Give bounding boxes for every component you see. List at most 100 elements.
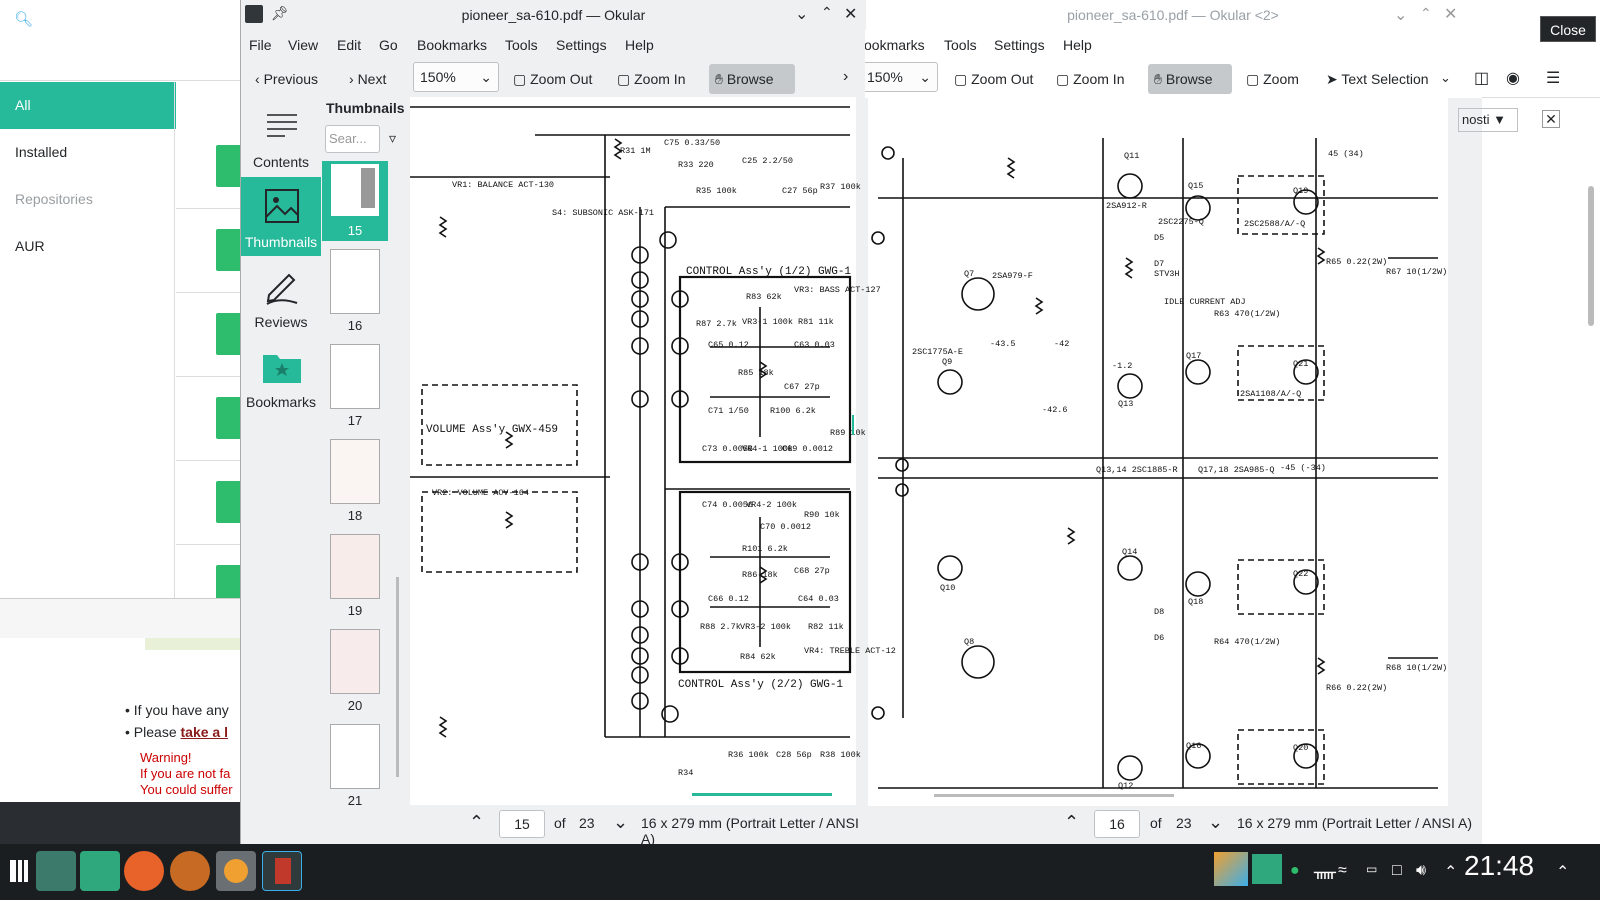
menu-help[interactable]: Help xyxy=(625,37,654,53)
file-manager-icon[interactable] xyxy=(80,851,120,891)
zoom-tool-button[interactable]: ▢ Zoom xyxy=(1246,71,1299,87)
zoom-combo[interactable]: 150%⌄ xyxy=(860,62,938,92)
close-icon[interactable]: ✕ xyxy=(844,6,858,23)
wifi-icon[interactable]: ≈ xyxy=(1338,862,1347,879)
next-button[interactable]: › Next xyxy=(349,71,387,87)
browse-button[interactable]: ✋︎ Browse xyxy=(1148,64,1232,94)
package-action-button[interactable] xyxy=(216,229,242,271)
pdf-page-16[interactable]: Q11 Q15 Q19 Q7 Q9 Q13 Q17 Q21 Q10 Q14 Q1… xyxy=(868,98,1448,806)
chevron-right-icon[interactable]: › xyxy=(843,68,849,85)
zoom-combo[interactable]: 150%⌄ xyxy=(413,62,499,92)
bluetooth-icon[interactable]: ᚅ xyxy=(1314,864,1336,881)
nav-item-repositories[interactable]: Repositories xyxy=(15,191,93,207)
sidebar-icon[interactable]: ◫ xyxy=(1474,70,1490,87)
thumbnails-scrollbar[interactable] xyxy=(396,577,399,777)
tab-bookmarks[interactable]: Bookmarks xyxy=(241,337,321,416)
menu-help[interactable]: Help xyxy=(1063,37,1092,53)
thumbnail-page-21[interactable] xyxy=(330,724,380,789)
pen-icon xyxy=(266,273,298,305)
close-icon[interactable]: ✕ xyxy=(1542,110,1560,128)
menu-settings[interactable]: Settings xyxy=(556,37,607,53)
okular-taskbar-icon[interactable] xyxy=(262,851,302,891)
page-up-icon[interactable]: ⌃ xyxy=(469,812,485,832)
schematic-label: VR3-2 100k xyxy=(740,622,791,632)
pdf-page-15[interactable]: CONTROL Ass'y (1/2) GWG-1 CONTROL Ass'y … xyxy=(410,97,896,805)
menu-bookmarks[interactable]: Bookmarks xyxy=(417,37,488,53)
zoom-out-button[interactable]: ▢ Zoom Out xyxy=(954,71,1034,87)
page-down-icon[interactable]: ⌄ xyxy=(613,812,629,832)
menu-tools[interactable]: Tools xyxy=(505,37,538,53)
background-window-edge: ◫ ◉ ☰ nosti ▼ ✕ xyxy=(1458,0,1600,844)
update-icon[interactable] xyxy=(216,851,256,891)
account-icon[interactable]: ◉ xyxy=(1506,70,1520,87)
thumbnail-page-15[interactable] xyxy=(330,163,380,217)
menu-icon[interactable]: ☰ xyxy=(1546,70,1561,87)
package-action-button[interactable] xyxy=(216,397,242,439)
minimize-icon[interactable]: ⌄ xyxy=(795,6,809,23)
page-number-input[interactable]: 16 xyxy=(1094,810,1140,838)
volume-icon[interactable]: 🔊︎ xyxy=(1416,862,1427,879)
nav-item-all[interactable]: All xyxy=(0,82,176,129)
divider xyxy=(145,638,240,650)
horizontal-scrollbar[interactable] xyxy=(692,793,832,796)
menu-file[interactable]: File xyxy=(249,37,272,53)
app-launcher-icon[interactable] xyxy=(8,852,30,888)
chevron-down-icon[interactable]: ⌄ xyxy=(1440,70,1451,85)
show-desktop-icon[interactable]: ⌃ xyxy=(1556,864,1570,881)
menu-settings[interactable]: Settings xyxy=(994,37,1045,53)
previous-button[interactable]: ‹ Previous xyxy=(255,71,319,87)
zoom-in-button[interactable]: ▢ Zoom In xyxy=(1056,71,1125,87)
menu-edit[interactable]: Edit xyxy=(337,37,362,53)
menu-view[interactable]: View xyxy=(288,37,319,53)
zoom-out-button[interactable]: ▢ Zoom Out xyxy=(513,71,593,87)
vertical-scrollbar[interactable] xyxy=(852,415,854,435)
thumbnail-page-18[interactable] xyxy=(330,439,380,504)
text-selection-button[interactable]: ➤ Text Selection xyxy=(1326,71,1429,87)
filter-icon[interactable]: ▿ xyxy=(389,130,397,146)
pin-icon[interactable]: 📌︎ xyxy=(271,5,289,21)
gimp-icon[interactable] xyxy=(170,851,210,891)
zoom-in-button[interactable]: ▢ Zoom In xyxy=(617,71,686,87)
chevron-down-icon[interactable]: ⌄ xyxy=(1394,7,1408,24)
nav-item-aur[interactable]: AUR xyxy=(15,238,45,254)
info-tray-icon[interactable]: ● xyxy=(1290,862,1300,879)
tab-reviews[interactable]: Reviews xyxy=(241,257,321,336)
filter-combo[interactable]: nosti ▼ xyxy=(1458,108,1518,132)
thumbnail-page-16[interactable] xyxy=(330,249,380,314)
chevron-right-icon: › xyxy=(349,71,358,87)
page-down-icon[interactable]: ⌄ xyxy=(1208,812,1224,832)
vertical-scrollbar[interactable] xyxy=(1588,186,1594,326)
thumbnail-page-20[interactable] xyxy=(330,629,380,694)
menu-go[interactable]: Go xyxy=(379,37,398,53)
horizontal-scrollbar[interactable] xyxy=(934,794,1174,797)
battery-icon[interactable]: ▭ xyxy=(1366,862,1378,876)
menu-tools[interactable]: Tools xyxy=(944,37,977,53)
page-number-input[interactable]: 15 xyxy=(499,810,545,838)
thumbnail-search-input[interactable]: Sear... xyxy=(325,125,380,153)
maximize-icon[interactable]: ⌃ xyxy=(821,4,833,20)
package-action-button[interactable] xyxy=(216,145,242,187)
thumbnail-page-19[interactable] xyxy=(330,534,380,599)
tab-contents[interactable]: Contents xyxy=(241,97,321,176)
page-up-icon[interactable]: ⌃ xyxy=(1064,812,1080,832)
divider xyxy=(176,376,240,377)
search-icon[interactable]: 🔍︎ xyxy=(14,11,34,28)
close-icon[interactable]: ✕ xyxy=(1444,6,1458,23)
tray-expand-icon[interactable]: ⌃ xyxy=(1444,864,1458,881)
package-manager-tray-icon[interactable] xyxy=(1252,854,1282,884)
clock[interactable]: 21:48 xyxy=(1464,850,1535,881)
page-size-label: 16 x 279 mm (Portrait Letter / ANSI A) xyxy=(1237,815,1472,831)
color-picker-icon[interactable] xyxy=(1214,852,1248,886)
package-action-button[interactable] xyxy=(216,481,242,523)
desktop-pager-icon[interactable] xyxy=(36,851,76,891)
clipboard-icon[interactable]: □ xyxy=(1392,862,1402,879)
tab-thumbnails[interactable]: Thumbnails xyxy=(241,177,321,256)
package-action-button[interactable] xyxy=(216,313,242,355)
help-link[interactable]: take a l xyxy=(180,724,228,740)
thumbnail-page-17[interactable] xyxy=(330,344,380,409)
menu-bookmarks[interactable]: ookmarks xyxy=(864,37,925,53)
browse-button[interactable]: ✋︎ Browse xyxy=(709,64,795,94)
chevron-up-icon[interactable]: ⌃ xyxy=(1420,5,1432,21)
nav-item-installed[interactable]: Installed xyxy=(15,144,68,160)
firefox-icon[interactable] xyxy=(124,851,164,891)
